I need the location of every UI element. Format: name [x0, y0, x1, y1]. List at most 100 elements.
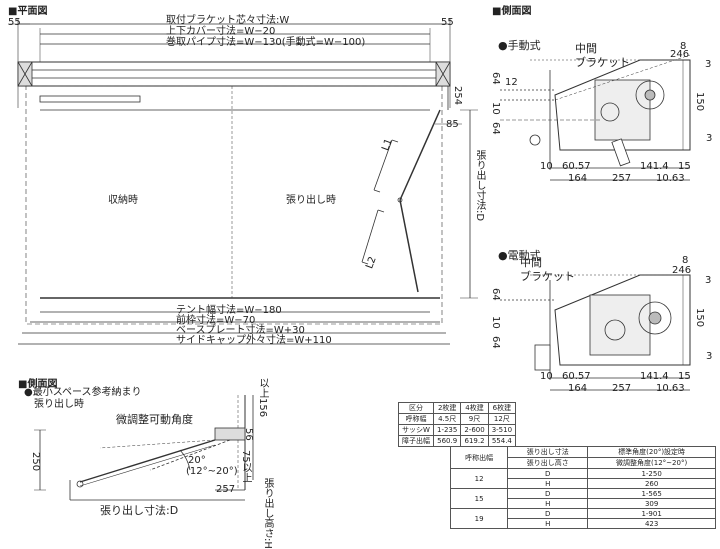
electric-d6057: 60.57 — [562, 371, 591, 382]
table-cell: 12 — [449, 468, 509, 489]
dim-156: 156 — [257, 398, 268, 418]
electric-bracket-label: 中間 ブラケット — [520, 256, 575, 284]
label-stored: 収納時 — [108, 195, 138, 206]
manual-d150: 150 — [694, 92, 705, 112]
table-cell: H — [507, 478, 589, 489]
table-cell: 260 — [587, 478, 716, 489]
dim-side-cap: サイドキャップ外々寸法=W+110 — [176, 335, 332, 346]
table-cell: 15 — [449, 488, 509, 509]
table-cell: 3-510 — [487, 424, 517, 436]
manual-d64b: 64 — [490, 122, 501, 135]
table-cell: 障子出幅 — [398, 435, 434, 447]
table-cell: D — [507, 488, 589, 499]
dim-front-frame: 前枠寸法=W−70 — [176, 315, 256, 326]
dim-257-bottom: 257 — [216, 484, 236, 495]
table-header: 張り出し高さ — [507, 457, 589, 469]
dim-cover: 上下カバー寸法=W−20 — [166, 26, 276, 37]
table-header: 張り出し寸法 — [507, 446, 589, 458]
electric-d164: 164 — [568, 383, 588, 394]
dim-254: 254 — [452, 86, 463, 106]
electric-d257: 257 — [612, 383, 632, 394]
table-header: 区分 — [398, 402, 434, 414]
table-row: H 423 — [451, 518, 716, 529]
table-cell: H — [507, 518, 589, 529]
manual-d10: 10 — [490, 102, 501, 115]
dim-bracket-center: 取付ブラケット芯々寸法:W — [166, 15, 290, 26]
dim-base-plate: ベースプレート寸法=W+30 — [176, 325, 305, 336]
table-cell: 1-250 — [587, 468, 716, 479]
dim-75: 75以上 — [240, 450, 251, 483]
angle-main: 20° — [188, 455, 206, 466]
table-row: 15 D 1-565 — [449, 488, 716, 509]
table-header: 2枚建 — [432, 402, 462, 414]
electric-d8: 8 — [682, 255, 689, 266]
manual-d6057: 60.57 — [562, 161, 591, 172]
dim-above: 以上 — [257, 378, 268, 398]
manual-d8: 8 — [680, 41, 687, 52]
table-header-row: 区分 2枚建 4枚建 6枚建 — [398, 402, 517, 414]
table-cell: サッシW — [398, 424, 434, 436]
table-row: 呼称幅 4.5尺 9尺 12尺 — [398, 413, 517, 425]
table-cell: D — [507, 468, 589, 479]
label-projection-bottom: 張り出し寸法:D — [100, 504, 179, 517]
note-min-space: ●最小スペース参考納まり — [24, 387, 142, 398]
electric-d15: 15 — [678, 371, 691, 382]
table-row: 12 D 1-250 — [449, 468, 716, 489]
manual-d15: 15 — [678, 161, 691, 172]
table-header: 標準角度(20°)設定時 — [587, 446, 716, 458]
manual-d64a: 64 — [490, 72, 501, 85]
table-cell: 554.4 — [487, 435, 517, 447]
manual-d1414: 141.4 — [640, 161, 669, 172]
electric-d1063: 10.63 — [656, 383, 685, 394]
table-header: 微調整角度(12°~20°) — [587, 457, 716, 469]
table-cell: 1-901 — [587, 508, 716, 519]
electric-d64b: 64 — [490, 336, 501, 349]
manual-title: ●手動式 — [498, 39, 541, 52]
table-row: サッシW 1-235 2-600 3-510 — [398, 424, 517, 436]
angle-range: (12°~20°) — [186, 466, 238, 477]
table-cell: 2-600 — [460, 424, 489, 436]
table-cell: 12尺 — [487, 413, 517, 425]
cassette-box — [17, 61, 451, 87]
electric-d150: 150 — [694, 308, 705, 328]
side-heading-bottom: ■側面図 — [18, 379, 58, 390]
electric-d3b: 3 — [706, 351, 713, 362]
table-header: 6枚建 — [487, 402, 517, 414]
table-cell: 423 — [587, 518, 716, 529]
table-cell: H — [507, 498, 589, 509]
manual-d12: 12 — [505, 77, 518, 88]
sash-table: 区分 2枚建 4枚建 6枚建 呼称幅 4.5尺 9尺 12尺 サッシW 1-23… — [398, 402, 517, 447]
table-cell: 309 — [587, 498, 716, 509]
outer-frame — [25, 85, 443, 325]
dim-85: 85 — [446, 119, 459, 130]
table-cell: 呼称幅 — [398, 413, 434, 425]
dim-pipe: 巻取パイプ寸法=W−130(手動式=W−100) — [166, 37, 366, 48]
label-height-h: 張り出し高さ:H — [262, 478, 273, 549]
table-row: 19 D 1-901 — [449, 508, 716, 529]
table-row: 障子出幅 560.9 619.2 554.4 — [398, 435, 517, 447]
plan-heading: ■平面図 — [8, 6, 48, 17]
dim-56: 56 — [243, 428, 254, 441]
table-header: 呼称出幅 — [449, 446, 509, 469]
table-cell: 619.2 — [460, 435, 489, 447]
table-header: 4枚建 — [460, 402, 489, 414]
manual-d257: 257 — [612, 173, 632, 184]
table-cell: 9尺 — [460, 413, 489, 425]
electric-d64a: 64 — [490, 288, 501, 301]
electric-title: ●電動式 — [498, 249, 541, 262]
table-cell: D — [507, 508, 589, 519]
dim-250: 250 — [30, 452, 41, 472]
table-cell: 560.9 — [432, 435, 462, 447]
manual-d1063: 10.63 — [656, 173, 685, 184]
label-projection-d: 張り出し寸法:D — [474, 150, 485, 222]
table-header-row: 呼称出幅 張り出し寸法 標準角度(20°)設定時 — [449, 446, 716, 469]
angle-label: 微調整可動角度 — [116, 413, 193, 426]
electric-d10: 10 — [490, 316, 501, 329]
table-cell: 1-235 — [432, 424, 462, 436]
manual-bracket-label: 中間 ブラケット — [575, 42, 630, 70]
table-cell: 19 — [449, 508, 509, 529]
label-extended: 張り出し時 — [286, 195, 336, 206]
manual-d246: 246 — [670, 49, 690, 60]
manual-d3a: 3 — [705, 59, 712, 70]
